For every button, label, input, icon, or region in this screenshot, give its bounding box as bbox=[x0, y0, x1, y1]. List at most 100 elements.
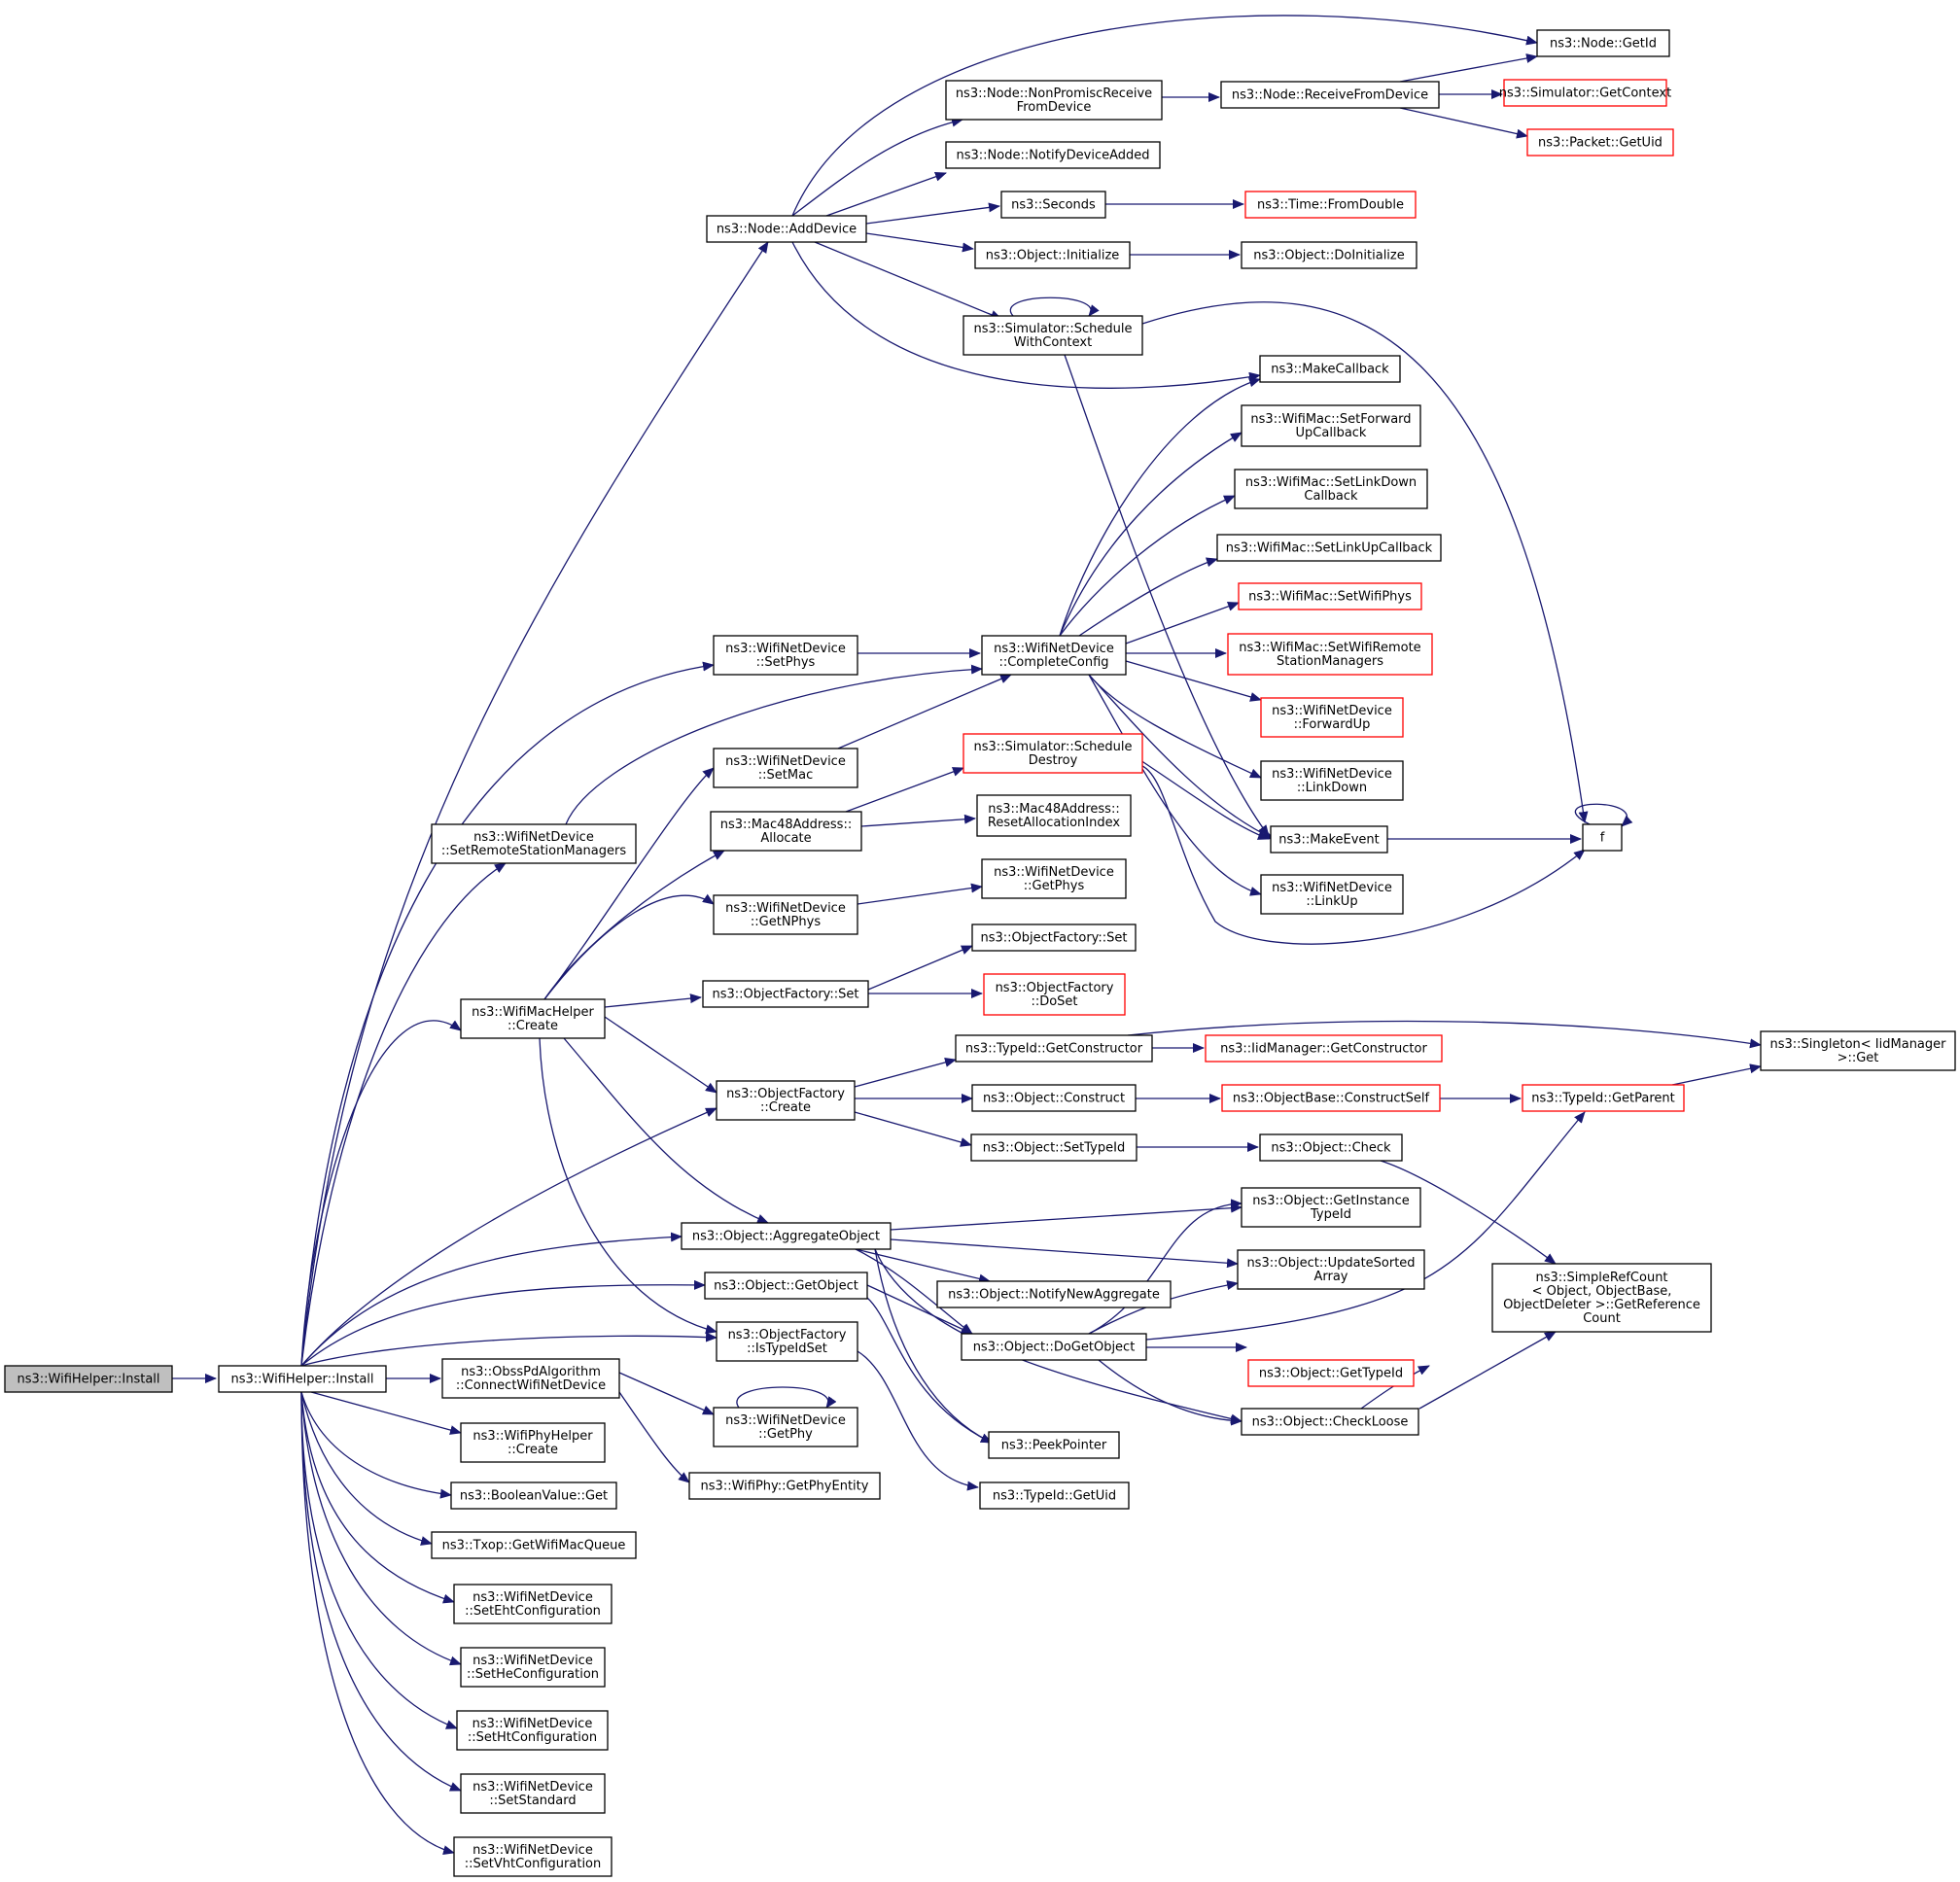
node-label: ns3::Txop::GetWifiMacQueue bbox=[442, 1539, 626, 1553]
function-node[interactable]: ns3::WifiNetDevice::SetVhtConfiguration bbox=[453, 1836, 612, 1877]
function-node[interactable]: ns3::WifiMac::SetWifiPhys bbox=[1238, 582, 1422, 610]
function-node[interactable]: ns3::WifiNetDevice::LinkUp bbox=[1260, 874, 1404, 915]
function-node[interactable]: ns3::ObjectFactory::IsTypeIdSet bbox=[716, 1321, 858, 1362]
node-box bbox=[1244, 191, 1417, 219]
function-node[interactable]: ns3::TypeId::GetUid bbox=[979, 1481, 1130, 1510]
function-node[interactable]: ns3::IidManager::GetConstructor bbox=[1205, 1034, 1443, 1063]
function-node[interactable]: ns3::WifiPhyHelper::Create bbox=[460, 1422, 606, 1463]
call-edge bbox=[300, 1107, 718, 1367]
node-label: Allocate bbox=[760, 831, 811, 846]
node-label: ::SetHtConfiguration bbox=[468, 1730, 597, 1745]
node-label: ResetAllocationIndex bbox=[988, 816, 1120, 830]
node-label: ObjectDeleter >::GetReference bbox=[1503, 1298, 1700, 1312]
function-node[interactable]: ns3::Object::SetTypeId bbox=[970, 1133, 1138, 1162]
function-node[interactable]: ns3::ObjectFactory::Create bbox=[716, 1080, 856, 1121]
function-node[interactable]: ns3::WifiMac::SetLinkUpCallback bbox=[1216, 534, 1442, 562]
function-node[interactable]: ns3::Time::FromDouble bbox=[1244, 191, 1417, 219]
node-box bbox=[706, 215, 867, 243]
function-node[interactable]: ns3::Object::GetObject bbox=[704, 1272, 868, 1300]
function-node[interactable]: ns3::Object::Check bbox=[1259, 1133, 1403, 1162]
node-box bbox=[1260, 697, 1404, 738]
function-node[interactable]: ns3::Seconds bbox=[1000, 191, 1106, 219]
function-node[interactable]: ns3::MakeEvent bbox=[1270, 825, 1388, 854]
node-label: ns3::Node::GetId bbox=[1550, 37, 1657, 52]
function-node[interactable]: ns3::WifiNetDevice::SetMac bbox=[713, 748, 858, 788]
function-node[interactable]: ns3::Object::NotifyNewAggregate bbox=[936, 1280, 1172, 1308]
function-node[interactable]: ns3::ObjectBase::ConstructSelf bbox=[1221, 1084, 1441, 1112]
function-node[interactable]: ns3::WifiMac::SetWifiRemoteStationManage… bbox=[1227, 633, 1433, 676]
function-node[interactable]: ns3::WifiNetDevice::GetPhy bbox=[713, 1407, 858, 1447]
function-node[interactable]: ns3::WifiNetDevice::SetHeConfiguration bbox=[460, 1647, 606, 1688]
function-node[interactable]: ns3::WifiNetDevice::CompleteConfig bbox=[981, 635, 1127, 676]
function-node[interactable]: ns3::Node::NotifyDeviceAdded bbox=[945, 141, 1161, 169]
call-edge bbox=[563, 1037, 769, 1224]
function-node[interactable]: ns3::ObjectFactory::Set bbox=[702, 980, 869, 1008]
node-box bbox=[710, 811, 862, 852]
function-node[interactable]: ns3::WifiHelper::Install bbox=[218, 1365, 387, 1393]
function-node[interactable]: ns3::WifiNetDevice::SetPhys bbox=[713, 635, 858, 676]
function-node[interactable]: f bbox=[1582, 823, 1623, 852]
function-node[interactable]: ns3::Object::CheckLoose bbox=[1241, 1408, 1419, 1436]
function-node[interactable]: ns3::Object::GetTypeId bbox=[1247, 1359, 1415, 1387]
node-box bbox=[681, 1222, 892, 1250]
function-node[interactable]: ns3::WifiNetDevice::SetStandard bbox=[460, 1773, 606, 1814]
node-label: ::CompleteConfig bbox=[998, 655, 1108, 670]
function-node[interactable]: ns3::Mac48Address::Allocate bbox=[710, 811, 862, 852]
node-label: TypeId bbox=[1310, 1207, 1351, 1222]
root-function-node[interactable]: ns3::WifiHelper::Install bbox=[4, 1365, 173, 1393]
function-node[interactable]: ns3::Txop::GetWifiMacQueue bbox=[431, 1531, 637, 1559]
node-box bbox=[1238, 582, 1422, 610]
function-node[interactable]: ns3::WifiNetDevice::SetEhtConfiguration bbox=[453, 1584, 612, 1624]
function-node[interactable]: ns3::ObssPdAlgorithm::ConnectWifiNetDevi… bbox=[441, 1358, 620, 1399]
function-node[interactable]: ns3::Mac48Address::ResetAllocationIndex bbox=[976, 794, 1132, 837]
call-edge bbox=[1088, 674, 1262, 896]
function-node[interactable]: ns3::Node::AddDevice bbox=[706, 215, 867, 243]
function-node[interactable]: ns3::Object::Initialize bbox=[974, 241, 1131, 269]
function-node[interactable]: ns3::WifiNetDevice::SetRemoteStationMana… bbox=[431, 823, 637, 864]
call-edge bbox=[1141, 301, 1589, 823]
call-edge bbox=[837, 674, 1012, 749]
function-node[interactable]: ns3::Object::Construct bbox=[971, 1084, 1137, 1112]
node-label: ns3::ObjectFactory bbox=[996, 981, 1114, 995]
function-node[interactable]: ns3::Object::DoGetObject bbox=[961, 1333, 1147, 1361]
node-label: ns3::Node::NonPromiscReceive bbox=[956, 87, 1152, 101]
node-label: ::DoSet bbox=[1031, 994, 1077, 1009]
function-node[interactable]: ns3::WifiMacHelper::Create bbox=[460, 998, 606, 1039]
node-label: ns3::Mac48Address:: bbox=[720, 818, 852, 832]
function-node[interactable]: ns3::SimpleRefCount< Object, ObjectBase,… bbox=[1491, 1263, 1712, 1333]
function-node[interactable]: ns3::MakeCallback bbox=[1259, 355, 1401, 383]
node-box bbox=[1234, 469, 1428, 509]
function-node[interactable]: ns3::WifiNetDevice::GetPhys bbox=[981, 858, 1127, 899]
function-node[interactable]: ns3::TypeId::GetConstructor bbox=[955, 1034, 1153, 1063]
function-node[interactable]: ns3::Packet::GetUid bbox=[1526, 128, 1674, 157]
function-node[interactable]: ns3::BooleanValue::Get bbox=[450, 1481, 617, 1510]
function-node[interactable]: ns3::PeekPointer bbox=[988, 1431, 1120, 1459]
node-box bbox=[460, 998, 606, 1039]
function-node[interactable]: ns3::ObjectFactory::DoSet bbox=[983, 973, 1126, 1016]
node-label: Callback bbox=[1304, 489, 1358, 504]
function-node[interactable]: ns3::WifiPhy::GetPhyEntity bbox=[688, 1472, 881, 1500]
function-node[interactable]: ns3::Node::ReceiveFromDevice bbox=[1220, 81, 1440, 109]
function-node[interactable]: ns3::ObjectFactory::Set bbox=[971, 924, 1137, 952]
function-node[interactable]: ns3::Node::GetId bbox=[1536, 29, 1670, 57]
function-node[interactable]: ns3::WifiNetDevice::ForwardUp bbox=[1260, 697, 1404, 738]
node-label: ns3::Packet::GetUid bbox=[1538, 136, 1662, 151]
function-node[interactable]: ns3::WifiNetDevice::SetHtConfiguration bbox=[456, 1710, 609, 1751]
call-edge bbox=[1671, 1063, 1762, 1086]
function-node[interactable]: ns3::WifiNetDevice::GetNPhys bbox=[713, 894, 858, 935]
function-node[interactable]: ns3::WifiNetDevice::LinkDown bbox=[1260, 760, 1404, 801]
function-node[interactable]: ns3::Object::DoInitialize bbox=[1241, 241, 1418, 269]
function-node[interactable]: ns3::Object::AggregateObject bbox=[681, 1222, 892, 1250]
function-node[interactable]: ns3::Singleton< IidManager >::Get bbox=[1760, 1030, 1956, 1071]
function-node[interactable]: ns3::Simulator::GetContext bbox=[1499, 79, 1671, 107]
function-node[interactable]: ns3::TypeId::GetParent bbox=[1522, 1084, 1685, 1112]
node-box bbox=[713, 635, 858, 676]
call-edge bbox=[300, 1391, 433, 1546]
